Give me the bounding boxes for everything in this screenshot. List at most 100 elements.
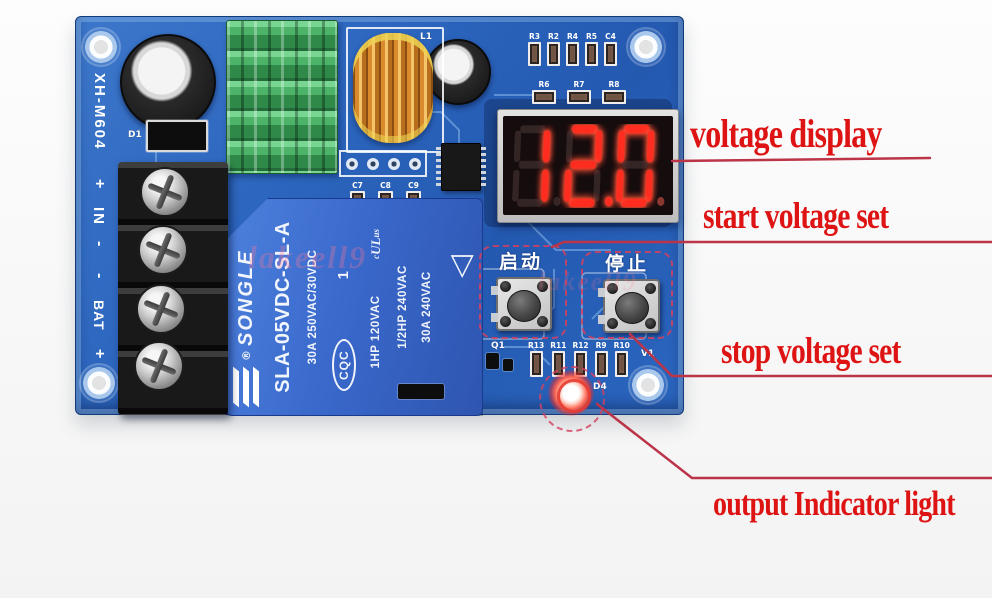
led-callout-circle xyxy=(539,366,605,432)
relay-rating2: 1HP 120VAC xyxy=(370,295,383,369)
smd-ref-label: R8 xyxy=(608,80,620,89)
cqc-mark: CQC xyxy=(331,339,356,391)
toroid-inductor xyxy=(353,33,433,143)
stop-button xyxy=(598,279,660,333)
terminal-screw-2 xyxy=(138,225,188,275)
mount-hole-bottom-right xyxy=(630,367,666,403)
smd-body xyxy=(532,89,556,104)
start-button-callout-box xyxy=(479,245,567,339)
relay-brand-row: ® SONGLE xyxy=(233,209,259,408)
smd-component-r2: R2 xyxy=(547,33,560,66)
smd-body xyxy=(585,41,598,66)
smd-body xyxy=(567,89,591,104)
smd-component-r13: R13 xyxy=(528,342,544,377)
ic-chip xyxy=(436,143,486,191)
mount-hole-top-right xyxy=(628,29,664,65)
smd-body xyxy=(594,350,608,377)
stop-button-label: 停止 xyxy=(604,253,649,275)
smd-body xyxy=(566,41,579,66)
terminal-label-minus-bat: - xyxy=(91,273,108,279)
smd-bank-top-row2: R6 R7 R8 xyxy=(532,81,626,104)
stop-button-plunger xyxy=(614,292,649,324)
relay-tri-row: ◁ xyxy=(442,209,478,405)
electrolytic-capacitor-small xyxy=(425,39,491,105)
smd-ref-label: R2 xyxy=(548,32,559,41)
smd-ref-label: R7 xyxy=(573,80,585,89)
smd-ref-label: R10 xyxy=(613,341,630,350)
terminal-label-plus-bat: + xyxy=(91,349,108,359)
start-button-label: 启动 xyxy=(498,251,543,273)
smd-ref-label: R4 xyxy=(567,32,578,41)
smd-body xyxy=(602,89,626,104)
smd-component-r3: R3 xyxy=(528,33,541,66)
relay-cert-row: CQC 1 xyxy=(331,209,356,405)
terminal-label-bat: BAT xyxy=(91,300,107,331)
relay-rating1: 30A 250VAC/30VDC xyxy=(307,249,320,365)
transistor-q1-label: Q1 xyxy=(491,341,505,351)
electrolytic-capacitor-large xyxy=(120,34,216,130)
annotation-voltage-display: voltage display xyxy=(690,111,882,156)
triangle-mark-icon: ◁ xyxy=(442,255,478,279)
mount-hole-bottom-left xyxy=(81,365,117,401)
smd-ref-label: R12 xyxy=(572,341,589,350)
voltage-display-module xyxy=(497,109,679,223)
stop-button-callout-box xyxy=(581,251,673,339)
smd-ref-label: C7 xyxy=(352,181,363,190)
transistor-q1 xyxy=(486,353,499,369)
voltage-display-line xyxy=(670,156,932,163)
smd-component-r5: R5 xyxy=(585,33,598,66)
transistor-q1-pad xyxy=(503,359,513,371)
diode-d1-label: D1 xyxy=(128,130,142,140)
mount-hole-top-left xyxy=(83,29,119,65)
smd-component-r6: R6 xyxy=(532,81,556,104)
smd-body xyxy=(604,41,617,66)
display-face xyxy=(503,116,673,215)
smd-component-r4: R4 xyxy=(566,33,579,66)
annotation-output-indicator: output Indicator light xyxy=(713,484,956,523)
smd-ref-label: R11 xyxy=(550,341,567,350)
relay-num-mark: 1 xyxy=(335,271,353,280)
relay-rating3: 1/2HP 240VAC xyxy=(396,265,409,349)
ul-mark-icon: UL xyxy=(368,237,384,255)
relay-text: ® SONGLE SLA-05VDC-SL-A 30A 250VAC/30VDC… xyxy=(227,199,482,415)
ul-mark-us: us xyxy=(371,229,382,238)
smd-component-r10: R10 xyxy=(614,342,630,377)
digit-0 xyxy=(616,125,655,207)
relay-reg-mark: ® xyxy=(239,350,253,361)
diode-d1 xyxy=(146,120,208,152)
smd-component-r7: R7 xyxy=(567,81,591,104)
terminal-label-in: IN xyxy=(90,207,107,226)
digit-2 xyxy=(564,125,603,207)
output-indicator-line xyxy=(595,402,992,480)
annotation-stop-voltage: stop voltage set xyxy=(721,331,901,372)
start-button xyxy=(491,277,552,331)
smd-ref-label: R3 xyxy=(529,32,540,41)
terminal-screw-3 xyxy=(136,284,186,334)
terminal-block xyxy=(118,162,228,415)
smd-component-c4: C4 xyxy=(604,33,617,66)
v1-label: V1 xyxy=(641,349,655,359)
smd-component-r9: R9 xyxy=(594,342,608,377)
smd-body xyxy=(529,350,543,377)
decimal-point xyxy=(657,196,665,207)
board-model-silkscreen: XH-M604 xyxy=(91,73,108,151)
smd-ref-label: R5 xyxy=(586,32,597,41)
terminal-screw-4 xyxy=(134,341,184,391)
decimal-point xyxy=(553,196,561,207)
decimal-point xyxy=(605,196,613,207)
smd-ref-label: C4 xyxy=(605,32,616,41)
songle-logo-icon xyxy=(233,366,259,408)
smd-body xyxy=(528,41,541,66)
smd-ref-label: C9 xyxy=(408,181,419,190)
relay-brand: SONGLE xyxy=(234,249,257,346)
seven-segment-digits xyxy=(512,125,665,207)
smd-ref-label: R13 xyxy=(528,341,545,350)
start-button-plunger xyxy=(507,290,541,322)
relay-rating4: 30A 240VAC xyxy=(421,271,434,343)
terminal-label-minus-in: - xyxy=(91,241,108,247)
smd-body xyxy=(547,41,560,66)
smd-component-r8: R8 xyxy=(602,81,626,104)
digit-1 xyxy=(512,125,551,207)
